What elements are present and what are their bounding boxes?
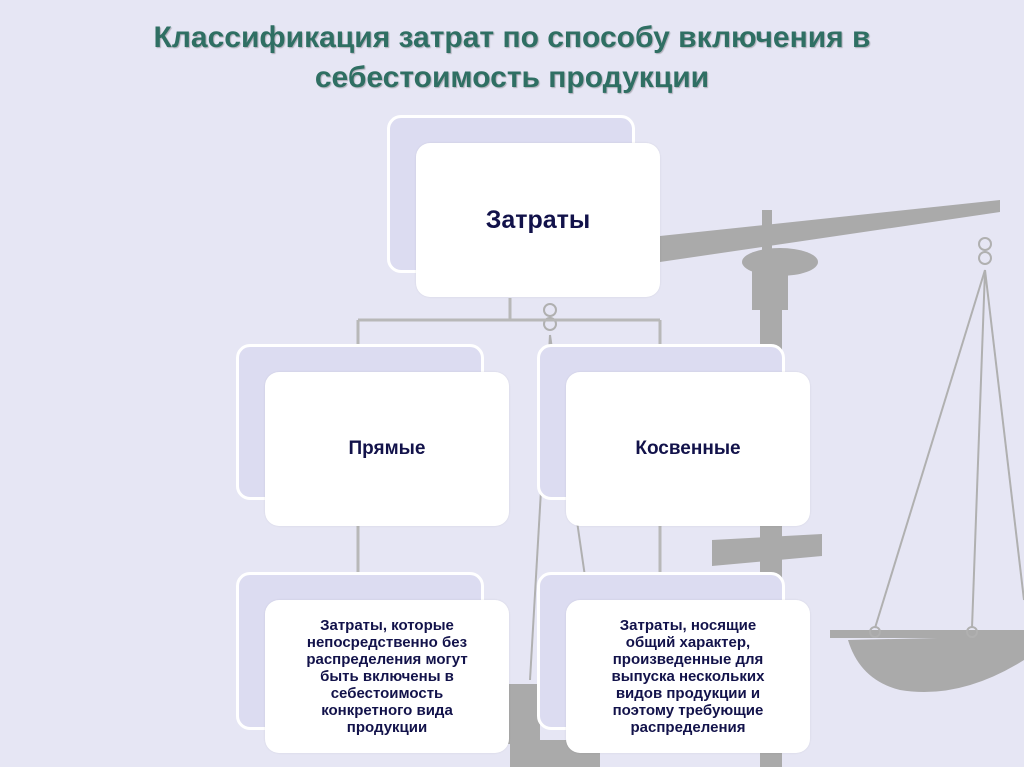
slide-title-line2: себестоимость продукции: [314, 61, 710, 94]
indirect-costs-description: Затраты, носящие общий характер, произве…: [566, 600, 810, 753]
slide-title: Классификация затрат по способу включени…: [40, 18, 984, 98]
slide-title-line1: Классификация затрат по способу включени…: [153, 21, 871, 54]
direct-costs-description: Затраты, которые непосредственно без рас…: [265, 600, 509, 753]
indirect-costs-node: Косвенные: [566, 372, 810, 526]
root-node: Затраты: [416, 143, 660, 297]
root-node-label: Затраты: [485, 205, 591, 234]
direct-costs-description-text: Затраты, которые непосредственно без рас…: [306, 617, 468, 736]
indirect-costs-label: Косвенные: [635, 438, 741, 459]
direct-costs-node: Прямые: [265, 372, 509, 526]
indirect-costs-description-text: Затраты, носящие общий характер, произве…: [611, 617, 765, 736]
direct-costs-label: Прямые: [348, 438, 426, 459]
